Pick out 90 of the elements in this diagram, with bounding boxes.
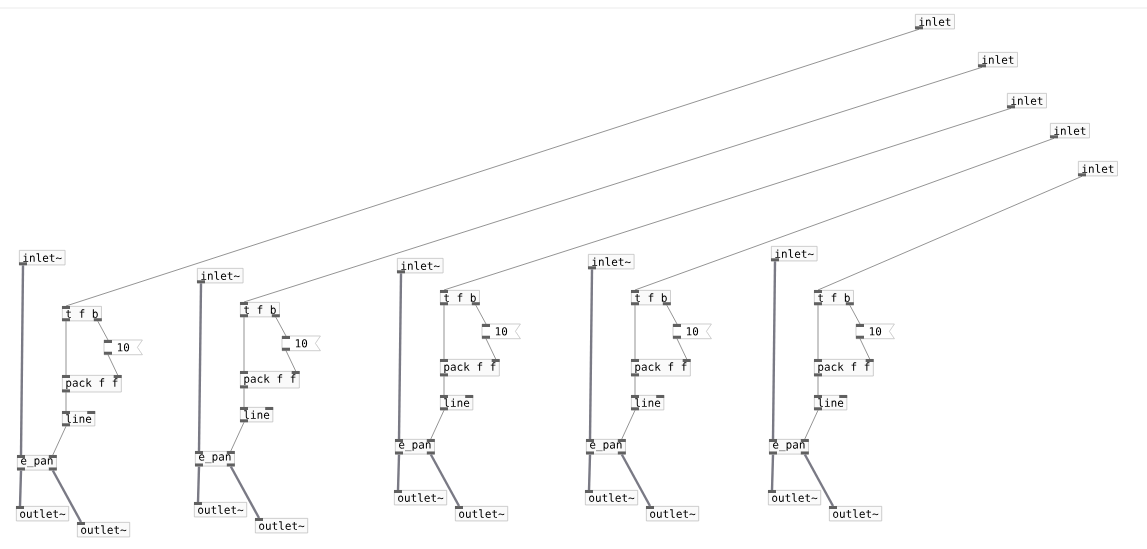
object-box: inlet~ [397, 258, 444, 274]
object-box: pack f f [62, 375, 122, 393]
object-box: inlet~ [197, 268, 244, 284]
object-box: outlet~ [585, 490, 639, 506]
object-box: t f b [62, 306, 102, 322]
patch-cord [197, 283, 203, 451]
object-box: outlet~ [455, 506, 509, 522]
patch-cord [19, 265, 25, 455]
patch-cord [443, 376, 445, 396]
object-box: t f b [440, 290, 480, 306]
patch-cord [620, 453, 652, 507]
patch-cord [65, 320, 67, 376]
patch-cord [429, 453, 461, 507]
object-box: outlet~ [768, 490, 822, 506]
message-box: 10 [855, 323, 895, 340]
object-box: e_pan [17, 455, 57, 471]
patch-cord [243, 316, 245, 372]
patch-cord [817, 304, 819, 360]
patch-cord [485, 338, 496, 360]
object-box: pack f f [440, 359, 500, 377]
patch-cord [65, 28, 920, 307]
patch-cord [243, 388, 245, 408]
patch-cord [588, 269, 594, 439]
patch-cord [397, 273, 403, 439]
object-box: outlet~ [255, 518, 309, 534]
patch-cord [804, 409, 819, 440]
patch-cord [634, 137, 1055, 291]
object-box: pack f f [814, 359, 874, 377]
patch-cord [65, 392, 67, 412]
patch-cord [430, 409, 445, 440]
message-box: 10 [481, 323, 521, 340]
object-box: outlet~ [646, 506, 700, 522]
patch-cord [634, 304, 636, 360]
object-box: line [240, 407, 274, 423]
object-box: inlet~ [588, 254, 635, 270]
patch-cord [230, 421, 245, 452]
object-box: e_pan [195, 451, 235, 467]
patch-cord [621, 409, 636, 440]
patch-cord [196, 466, 201, 503]
patch-cord [676, 338, 687, 360]
patch-cord [243, 66, 983, 303]
object-box: inlet [978, 52, 1018, 68]
patch-cord [803, 453, 835, 507]
patch-cord [634, 376, 636, 396]
patch-cord [52, 425, 67, 456]
patch-cord [849, 304, 861, 325]
patch-cord [97, 320, 109, 341]
object-box: inlet [1007, 93, 1047, 109]
patch-cord [475, 304, 487, 325]
patch-cord [770, 454, 775, 491]
patch-cord [817, 376, 819, 396]
message-box: 10 [103, 339, 143, 356]
object-box: outlet~ [16, 506, 70, 522]
object-box: line [814, 395, 848, 411]
object-box: line [440, 395, 474, 411]
object-box: inlet [1050, 123, 1090, 139]
object-box: pack f f [631, 359, 691, 377]
patch-cord [771, 261, 777, 439]
patch-cord [18, 470, 23, 507]
object-box: t f b [814, 290, 854, 306]
patch-cord [285, 350, 296, 372]
patch-cord [666, 304, 678, 325]
patch-cord [275, 316, 287, 337]
object-box: outlet~ [194, 502, 248, 518]
patch-cord [51, 469, 83, 523]
object-box: t f b [631, 290, 671, 306]
patch-cord [817, 175, 1083, 291]
object-box: inlet [915, 14, 955, 30]
object-box: inlet [1078, 161, 1118, 177]
patch-cord [229, 465, 261, 519]
patch-cord [443, 304, 445, 360]
message-box: 10 [281, 335, 321, 352]
patch-cord [107, 354, 118, 376]
message-box: 10 [672, 323, 712, 340]
object-box: outlet~ [77, 522, 131, 538]
object-box: e_pan [586, 439, 626, 455]
object-box: inlet~ [19, 250, 66, 266]
patch-cord [859, 338, 870, 360]
patch-cord [396, 454, 401, 491]
object-box: e_pan [769, 439, 809, 455]
object-box: line [631, 395, 665, 411]
object-box: e_pan [395, 439, 435, 455]
patch-cord [587, 454, 592, 491]
object-box: outlet~ [829, 506, 883, 522]
object-box: t f b [240, 302, 280, 318]
object-box: outlet~ [394, 490, 448, 506]
object-box: line [62, 411, 96, 427]
object-box: pack f f [240, 371, 300, 389]
patch-cord [443, 107, 1012, 291]
object-box: inlet~ [771, 246, 818, 262]
